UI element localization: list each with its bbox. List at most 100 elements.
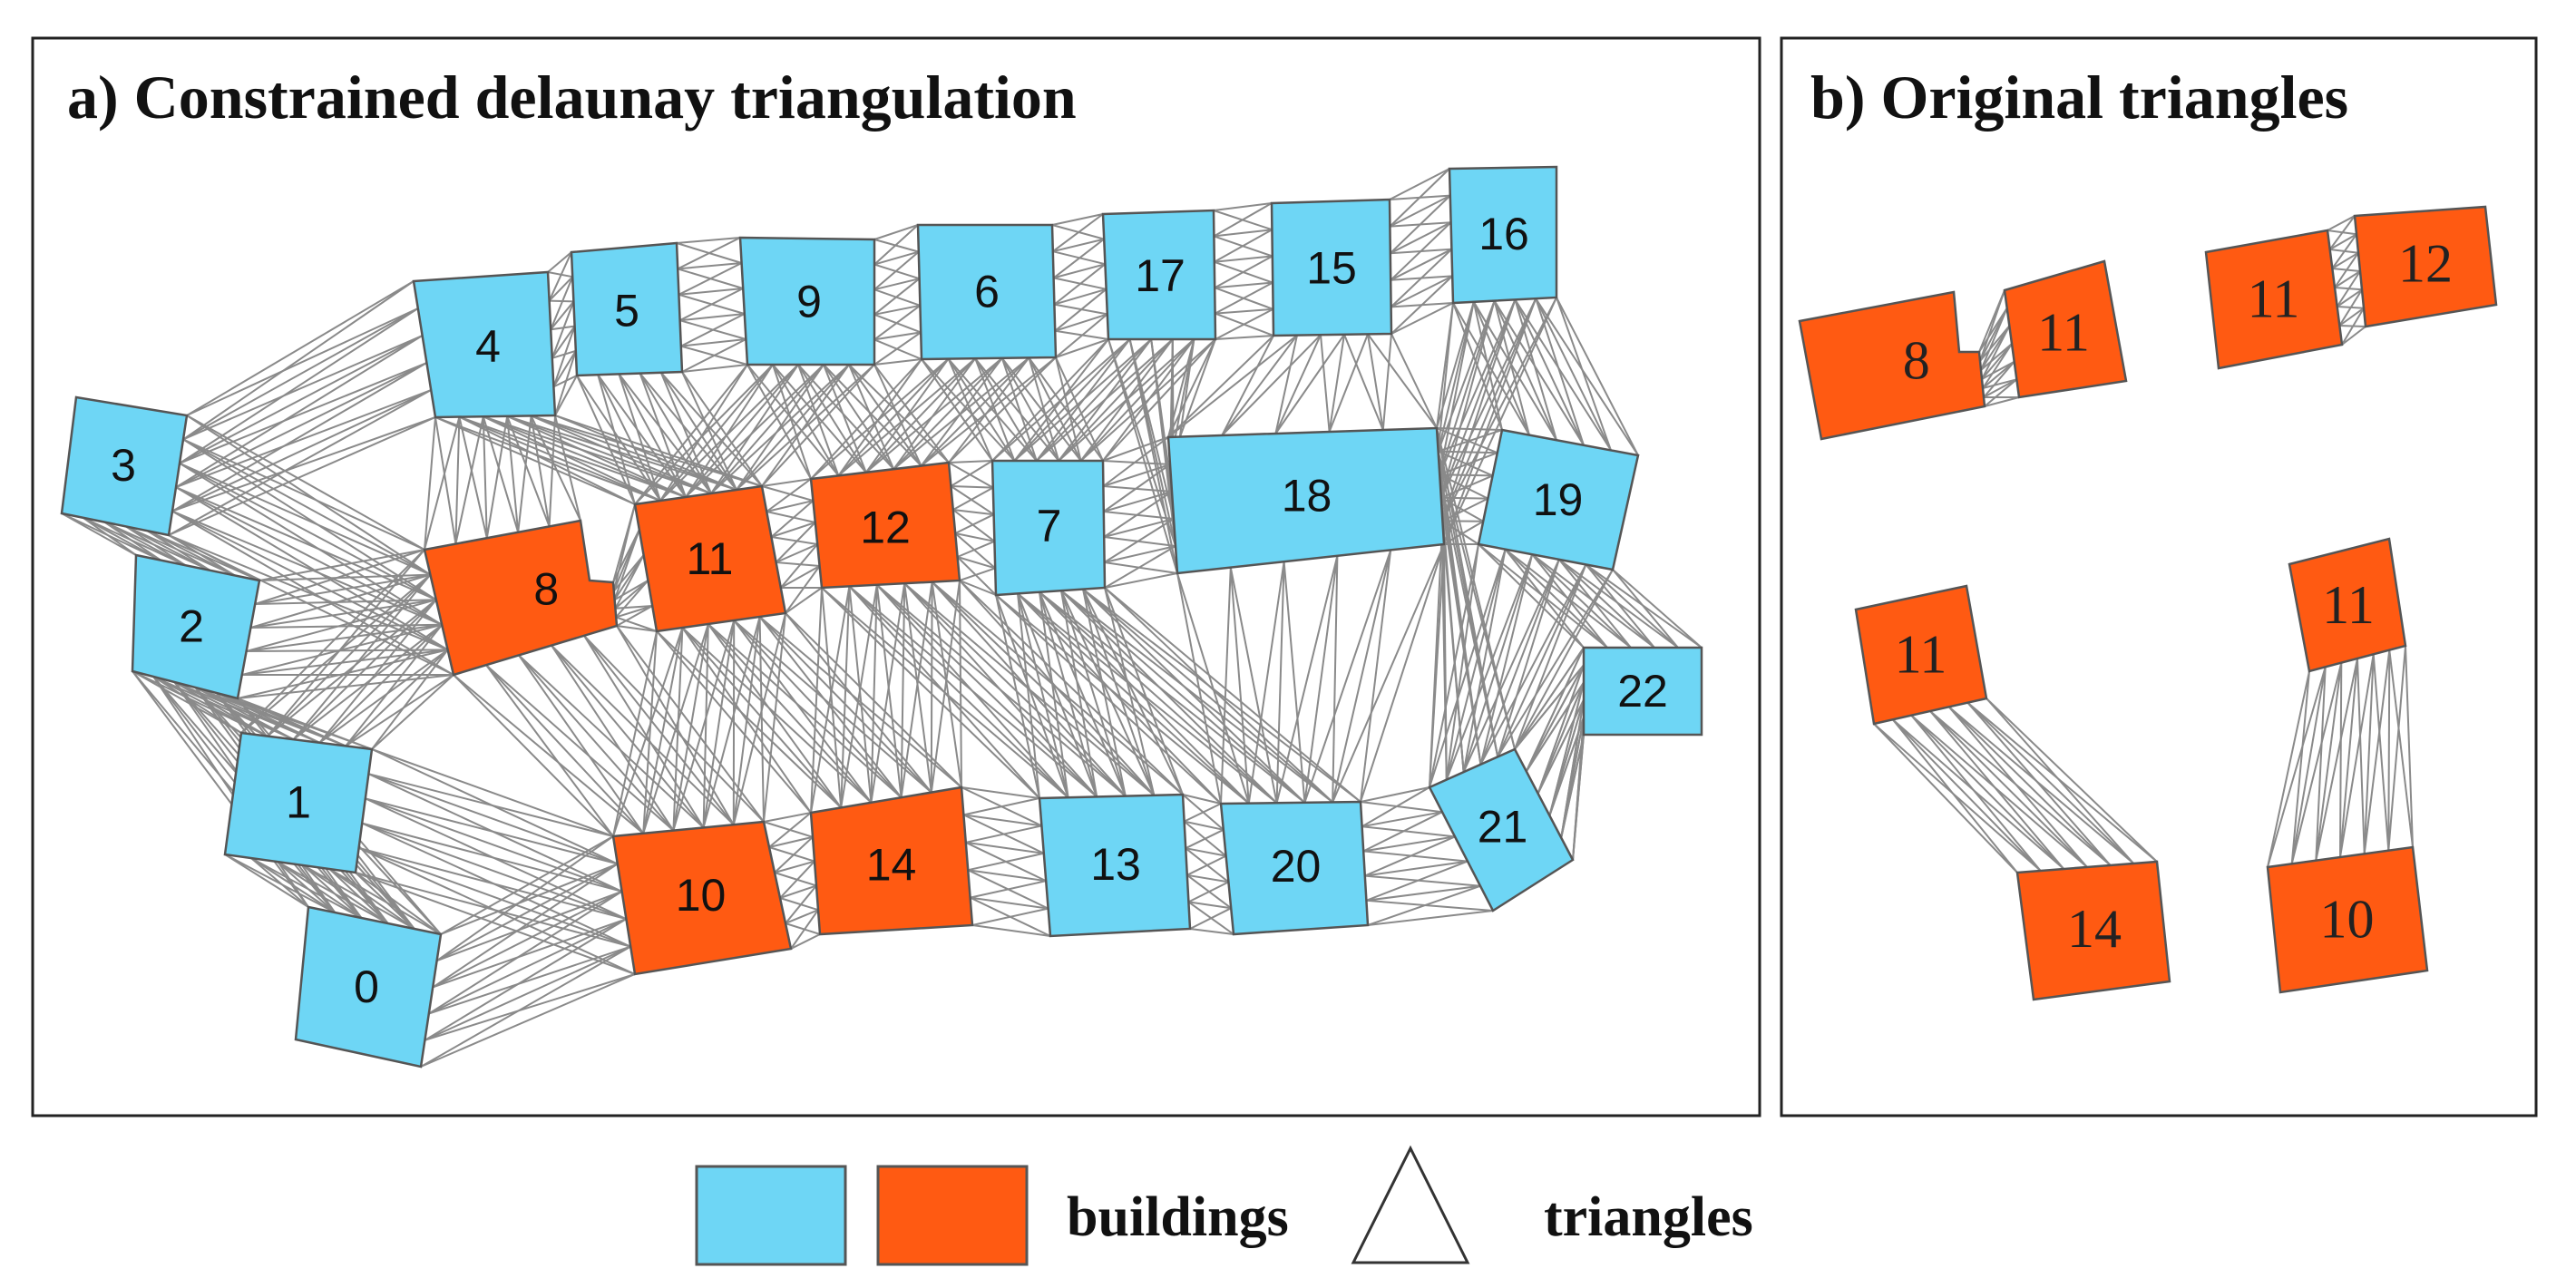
- triangle-edge-3-8: [171, 510, 454, 676]
- triangle-edge-13-20: [1182, 794, 1222, 805]
- triangle-edge-pair-4: [2290, 662, 2343, 864]
- triangle-edge-pair-4: [2363, 649, 2391, 854]
- triangle-edge-8-10: [616, 625, 735, 825]
- building-21: [1428, 747, 1575, 912]
- triangle-edge-18-21: [1443, 543, 1448, 780]
- triangle-edge-16-19: [1472, 301, 1503, 431]
- triangle-edge-18-19: [1436, 427, 1503, 431]
- triangle-edge-15-18: [1328, 334, 1345, 433]
- panel-b-title: b) Original triangles: [1810, 63, 2348, 132]
- triangle-edge-6-17: [1054, 288, 1107, 306]
- building-4: [412, 270, 557, 419]
- pair-1-building-8-label: 8: [1903, 330, 1930, 390]
- triangle-edge-16-19: [1472, 301, 1530, 435]
- triangle-edge-15-16: [1390, 221, 1452, 255]
- triangle-edge-6-17: [1054, 313, 1108, 332]
- triangle-edge-pair-1: [1983, 361, 2015, 398]
- triangle-edge-9-6: [873, 313, 922, 334]
- pair-2-building-11: [2204, 229, 2344, 370]
- triangle-edge-pair-3: [1910, 714, 2065, 870]
- building-15-label: 15: [1306, 243, 1357, 294]
- triangle-edge-11-12: [785, 565, 821, 614]
- triangle-edge-15-18: [1167, 335, 1274, 438]
- triangle-edge-21-22: [1525, 647, 1585, 772]
- triangle-edge-19-21: [1462, 549, 1507, 773]
- triangle-edge-16-19: [1556, 297, 1612, 451]
- triangle-edge-pair-3: [1986, 698, 2158, 863]
- triangle-edge-7-20: [1082, 588, 1306, 804]
- triangle-edge-1-8: [292, 599, 437, 740]
- triangle-edge-7-13: [1039, 591, 1069, 798]
- triangle-edge-5-11: [639, 373, 687, 498]
- triangle-edge-11-10: [612, 627, 684, 837]
- triangle-edge-18-20: [1332, 550, 1392, 803]
- building-6-label: 6: [974, 267, 1000, 317]
- triangle-edge-17-15: [1214, 255, 1273, 289]
- triangle-edge-16-19: [1514, 299, 1557, 441]
- triangle-edge-17-15: [1214, 229, 1273, 238]
- triangle-edge-10-14: [785, 909, 819, 924]
- triangle-edge-9-11: [659, 364, 748, 502]
- triangle-edge-0-10: [428, 890, 623, 1015]
- triangle-edge-19-21: [1479, 563, 1587, 766]
- panel-a-title: a) Constrained delaunay triangulation: [67, 63, 1077, 132]
- triangle-edge-10-14: [785, 922, 821, 935]
- building-20-label: 20: [1271, 841, 1322, 892]
- triangle-edge-17-15: [1213, 202, 1273, 238]
- triangle-edge-15-18: [1390, 333, 1438, 429]
- triangle-edge-20-21: [1363, 835, 1456, 853]
- triangle-edge-20-21: [1366, 884, 1481, 902]
- triangle-edge-12-7: [948, 462, 994, 489]
- triangle-edge-12-7: [948, 460, 993, 463]
- triangle-edge-18-19: [1438, 450, 1498, 454]
- triangle-edge-6-17: [1052, 238, 1105, 279]
- triangle-edge-4-5: [549, 299, 574, 303]
- triangle-edge-7-20: [1039, 591, 1306, 804]
- triangle-edge-4-8: [485, 415, 509, 539]
- triangle-edge-pair-1: [1982, 378, 2017, 389]
- triangle-edge-5-9: [678, 288, 744, 296]
- triangle-edge-pair-2: [2328, 215, 2356, 250]
- triangle-edge-pair-2: [2334, 270, 2361, 288]
- triangle-edge-5-11: [659, 372, 737, 491]
- triangle-edge-5-11: [597, 374, 687, 498]
- triangle-edge-8-11: [614, 580, 649, 601]
- triangle-edge-6-12: [893, 357, 977, 470]
- triangle-icon: [1351, 1145, 1470, 1264]
- triangle-edge-4-5: [551, 301, 575, 359]
- triangle-edge-11-10: [672, 627, 684, 831]
- triangle-edge-1-8: [240, 549, 425, 734]
- triangle-edge-16-19: [1452, 302, 1530, 436]
- triangle-edge-12-14: [959, 580, 962, 788]
- triangle-edge-2-8: [241, 649, 448, 676]
- triangle-edge-17-7: [1013, 338, 1109, 462]
- panel-a-triangles: [61, 168, 1703, 1068]
- triangle-edge-11-10: [672, 623, 709, 831]
- triangle-edge-pair-3: [1929, 710, 2088, 868]
- triangle-edge-1-10: [368, 773, 614, 837]
- triangle-edge-16-19: [1493, 300, 1530, 435]
- triangle-edge-pair-2: [2337, 288, 2363, 307]
- triangle-edge-12-7: [952, 509, 994, 516]
- triangle-edge-17-18: [1167, 338, 1216, 438]
- triangle-edge-9-6: [873, 304, 921, 341]
- building-12-label: 12: [860, 503, 911, 553]
- triangle-edge-4-8: [506, 415, 551, 527]
- triangle-edge-pair-3: [1910, 714, 2088, 868]
- triangle-edge-5-9: [676, 237, 741, 244]
- triangle-edge-5-11: [618, 373, 687, 498]
- triangle-edge-12-14: [821, 587, 843, 808]
- triangle-edge-2-8: [250, 573, 431, 629]
- triangle-edge-11-10: [702, 623, 709, 828]
- triangle-edge-13-20: [1189, 907, 1232, 930]
- triangle-edge-7-13: [995, 594, 1040, 799]
- triangle-edge-1-0: [302, 864, 389, 924]
- triangle-edge-18-20: [1229, 567, 1278, 804]
- triangle-edge-6-17: [1052, 213, 1104, 253]
- triangle-edge-7-13: [1017, 593, 1040, 799]
- triangle-edge-1-0: [355, 872, 442, 935]
- triangle-edge-19-22: [1612, 569, 1703, 649]
- triangle-edge-10-14: [779, 884, 817, 899]
- triangle-edge-7-20: [1017, 592, 1250, 805]
